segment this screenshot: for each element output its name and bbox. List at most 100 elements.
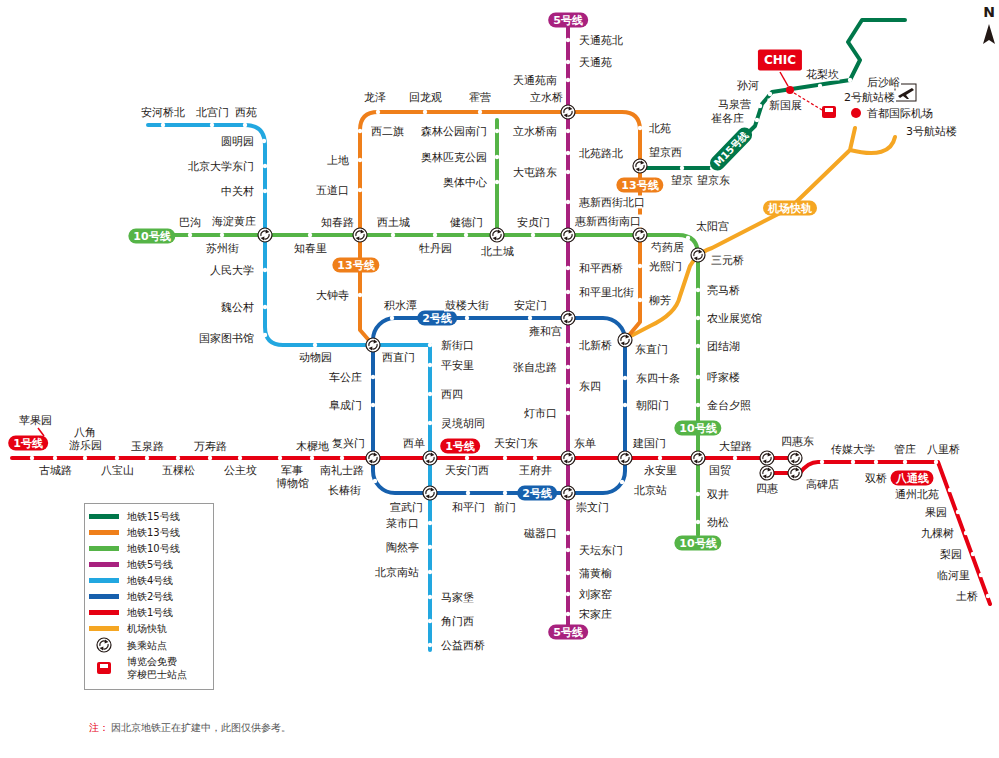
- station-name: 苹果园: [18, 414, 53, 427]
- station-dot: [495, 155, 499, 159]
- line-badge: 1号线: [440, 439, 480, 454]
- legend-text: 博览会免费 穿梭巴士站点: [127, 655, 187, 681]
- interchange-icon: [561, 486, 575, 500]
- line-badge: 5号线: [548, 13, 588, 28]
- station-name: 复兴门: [331, 437, 366, 450]
- interchange-arrow: [100, 644, 109, 651]
- station-name: 菜市口: [385, 517, 420, 530]
- interchange-ring: [633, 159, 647, 173]
- station-dot: [371, 375, 375, 379]
- station-name: 大屯路东: [512, 166, 558, 179]
- interchange-arrow: [621, 339, 630, 346]
- station-dot: [533, 456, 537, 460]
- station-name: 万寿路: [193, 440, 228, 453]
- interchange-icon: [366, 451, 380, 465]
- legend-swatch: [89, 546, 119, 551]
- station-name: 朝阳门: [635, 399, 670, 412]
- interchange-arrow: [369, 344, 378, 351]
- station-name: 五道口: [315, 184, 350, 197]
- legend-row: 地铁5号线: [89, 557, 213, 571]
- station-name: 动物园: [298, 351, 333, 364]
- badge-text: 10号线: [679, 422, 716, 435]
- station-name: 公益西桥: [440, 639, 486, 652]
- station-dot: [566, 343, 570, 347]
- station-name: 崇文门: [575, 501, 610, 514]
- line-8-branch: [495, 120, 499, 235]
- arrow-head: [569, 452, 573, 456]
- station-dot: [428, 570, 432, 574]
- arrow-head: [636, 168, 640, 172]
- interchange-icon: [760, 466, 774, 480]
- station-dot: [391, 233, 395, 237]
- station-name: 知春里: [293, 242, 328, 255]
- station-name: 宋家庄: [578, 608, 613, 621]
- station-dot: [428, 643, 432, 647]
- station-name: 果园: [924, 506, 948, 519]
- arrow-head: [626, 452, 630, 456]
- station-name: 国贸: [708, 464, 732, 477]
- station-dot: [566, 60, 570, 64]
- interchange-arrow: [621, 452, 630, 459]
- station-name: 木樨地: [295, 440, 330, 453]
- interchange-arrow: [621, 334, 630, 341]
- arrow-head: [431, 487, 435, 491]
- station-dot: [161, 123, 165, 127]
- station-dot: [503, 456, 507, 460]
- station-dot: [390, 316, 394, 320]
- interchange-arrow: [621, 457, 630, 464]
- interchange-ring: [366, 451, 380, 465]
- station-dot: [478, 110, 482, 114]
- arrow-head: [426, 495, 430, 499]
- badge-text: 机场快轨: [768, 202, 812, 215]
- station-dot: [696, 344, 700, 348]
- interchange-arrow: [694, 249, 703, 256]
- station-dot: [638, 298, 642, 302]
- interchange-arrow: [369, 457, 378, 464]
- badge-text: 5号线: [553, 626, 583, 639]
- arrow-head: [374, 452, 378, 456]
- station-dot: [566, 384, 570, 388]
- station-name: 北京南站: [374, 566, 420, 579]
- station-name: 立水桥: [529, 91, 564, 104]
- station-dot: [503, 491, 507, 495]
- station-dot: [528, 316, 532, 320]
- interchange-icon: [618, 333, 632, 347]
- station-name: 北土城: [480, 245, 515, 258]
- station-name: 永安里: [643, 464, 678, 477]
- station-name: 天通苑南: [512, 74, 558, 87]
- station-name: 大钟寺: [315, 289, 350, 302]
- station-name: 灵境胡同: [440, 417, 486, 430]
- interchange-ring: [561, 451, 575, 465]
- station-dot: [686, 236, 690, 240]
- interchange-arrow: [564, 487, 573, 494]
- station-dot: [623, 376, 627, 380]
- station-name: 八里桥: [926, 443, 961, 456]
- station-dot: [566, 411, 570, 415]
- station-dot: [263, 333, 267, 337]
- interchange-icon: [561, 451, 575, 465]
- legend-swatch: [89, 562, 119, 567]
- station-dot: [733, 456, 737, 460]
- interchange-arrow: [636, 165, 645, 172]
- arrow-head: [791, 475, 795, 479]
- station-name: 五棵松: [161, 464, 196, 477]
- legend-box: 地铁15号线地铁13号线地铁10号线地铁5号线地铁4号线地铁2号线地铁1号线机场…: [84, 503, 214, 690]
- interchange-ring: [423, 486, 437, 500]
- arrow-head: [426, 460, 430, 464]
- station-name: 张自忠路: [512, 361, 558, 374]
- station-name: 陶然亭: [385, 541, 420, 554]
- interchange-icon: [561, 105, 575, 119]
- station-dot: [310, 456, 314, 460]
- interchange-ring: [788, 466, 802, 480]
- station-name: 角门西: [440, 615, 475, 628]
- station-name: 大望路: [718, 440, 753, 453]
- legend-swatch: [89, 610, 119, 615]
- legend-icon: [89, 637, 119, 653]
- station-name: 森林公园南门: [420, 125, 488, 138]
- interchange-icon: [760, 451, 774, 465]
- interchange-icon: [561, 228, 575, 242]
- arrow-head: [763, 460, 767, 464]
- arrow-head: [564, 237, 568, 241]
- station-name: 双井: [706, 488, 730, 501]
